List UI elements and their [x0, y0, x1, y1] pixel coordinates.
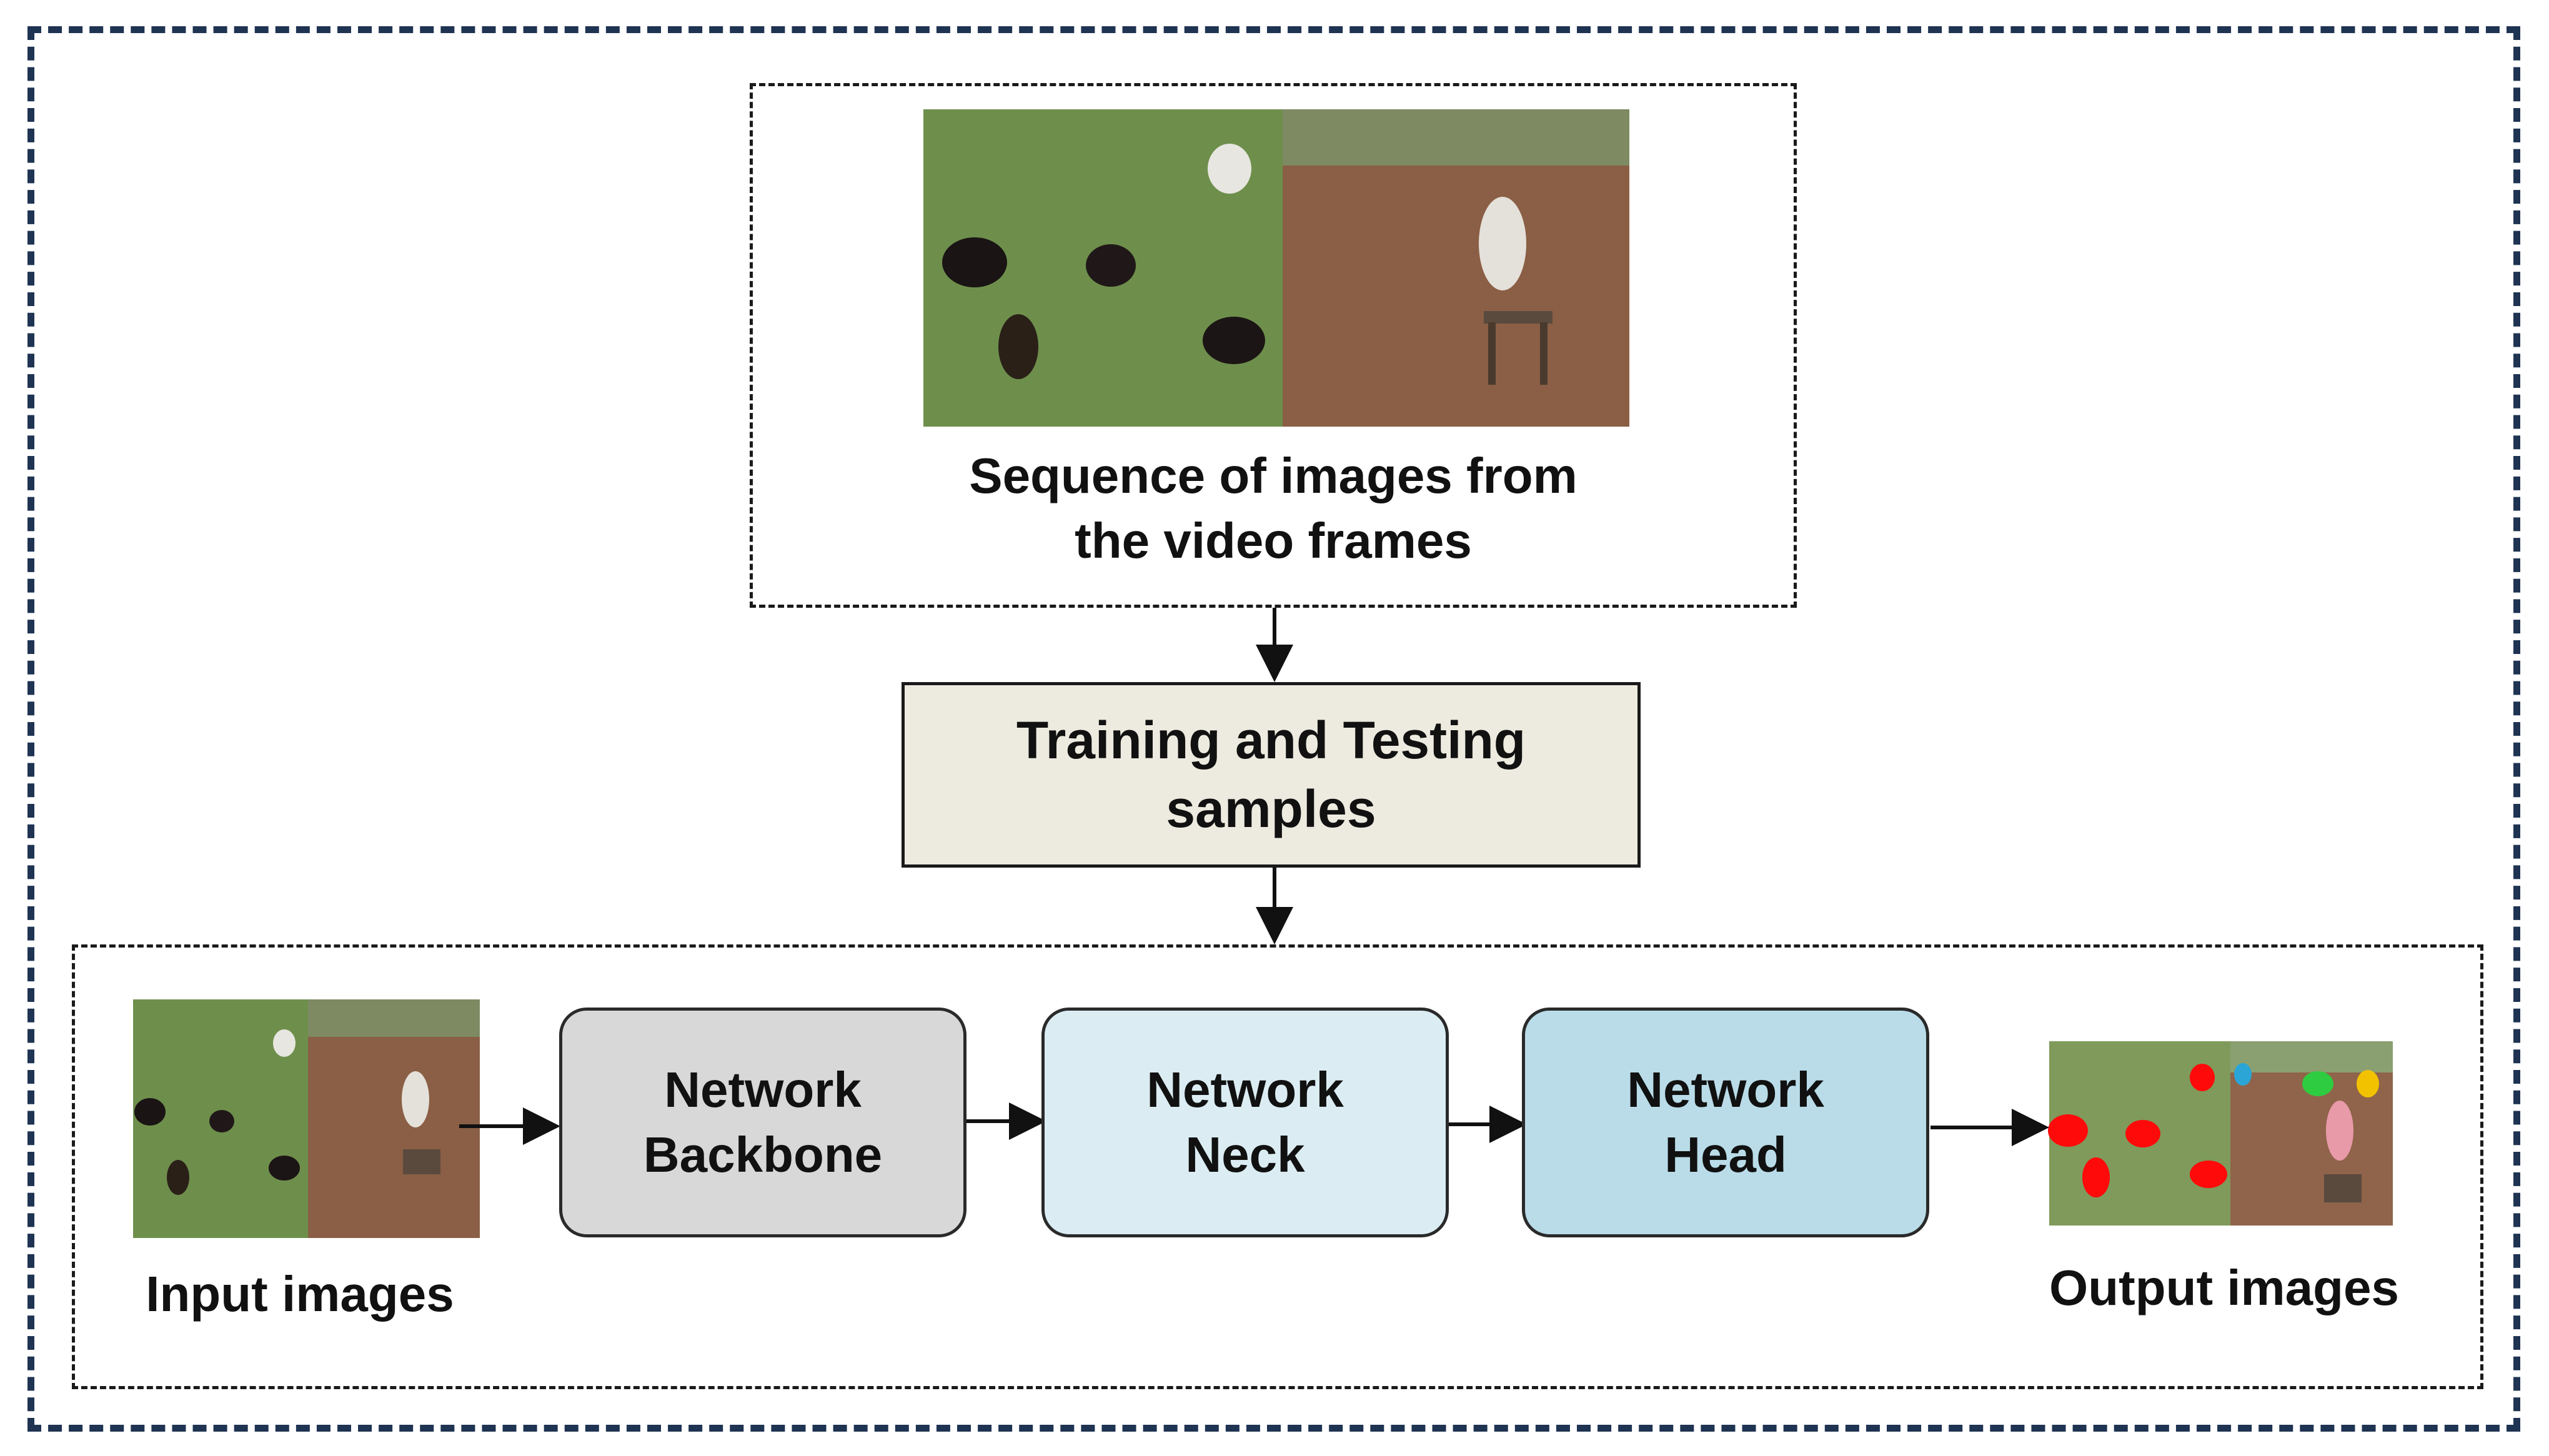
network-neck-label: Network Neck [1146, 1062, 1344, 1182]
video-frames-caption: Sequence of images from the video frames [969, 448, 1578, 568]
output-images-thumbnail [2048, 1041, 2393, 1226]
network-head-box: Network Head [1522, 1008, 1929, 1237]
outer-frame [27, 26, 2520, 1432]
network-neck-box: Network Neck [1041, 1008, 1449, 1237]
output-images-label: Output images [2049, 1260, 2400, 1315]
video-frames-image [923, 109, 1629, 427]
network-head-label: Network Head [1627, 1062, 1824, 1182]
training-testing-box: Training and Testing samples [902, 682, 1641, 868]
input-images-thumbnail [133, 999, 480, 1238]
input-images-label: Input images [146, 1266, 454, 1322]
network-backbone-box: Network Backbone [559, 1008, 966, 1237]
pipeline-panel [72, 944, 2483, 1389]
training-testing-label: Training and Testing samples [1016, 711, 1526, 838]
video-frames-panel [750, 83, 1797, 608]
network-backbone-label: Network Backbone [643, 1062, 883, 1182]
